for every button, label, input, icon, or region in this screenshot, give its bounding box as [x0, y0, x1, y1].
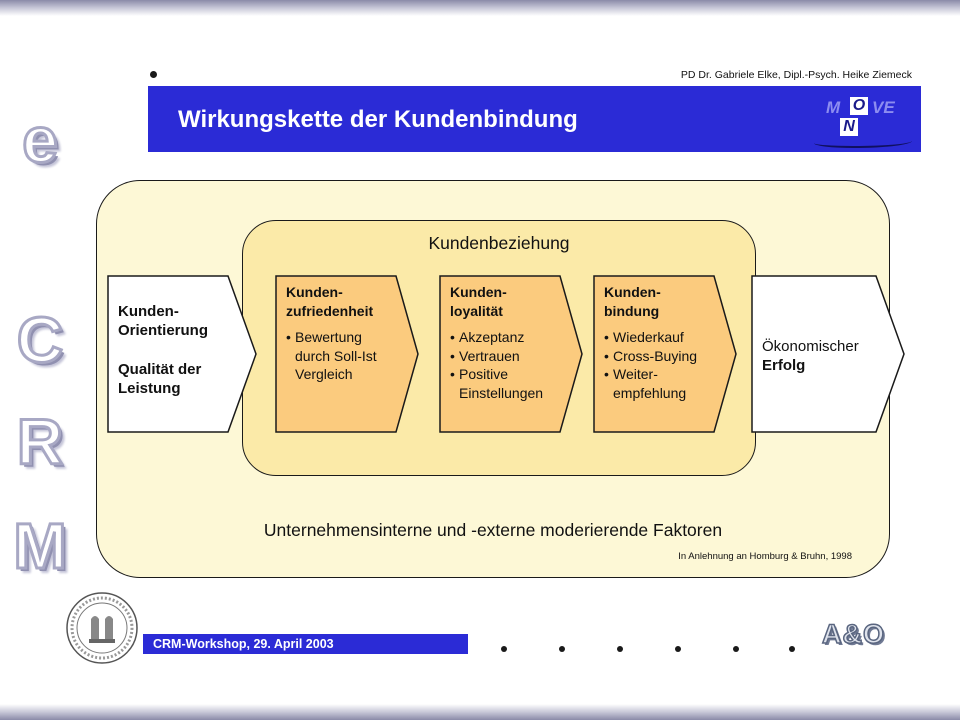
- logo-letters-ve: VE: [872, 98, 895, 117]
- logo-letter-n: N: [840, 118, 858, 136]
- side-letter-e: e: [21, 104, 60, 176]
- step-heading: Kunden-: [286, 284, 343, 300]
- right-pentagon: [751, 275, 905, 433]
- side-letter-c: C: [15, 304, 64, 376]
- list-item: Vertrauen: [450, 347, 562, 366]
- right-line: Ökonomischer: [762, 338, 859, 355]
- step-list: Akzeptanz Vertrauen Positive Einstellung…: [450, 328, 562, 402]
- left-line: Kunden-: [118, 303, 179, 320]
- step-text-satisfaction: Kunden- zufriedenheit Bewertung durch So…: [286, 283, 406, 384]
- side-letter-r: R: [15, 406, 64, 478]
- frame-top: [0, 0, 960, 16]
- ao-logo: A&O: [821, 617, 918, 651]
- left-line: Orientierung: [118, 322, 209, 339]
- logo-letter-m: M: [826, 98, 841, 117]
- logo-letter-o: O: [850, 97, 868, 115]
- moderating-factors-label: Unternehmensinterne und -externe moderie…: [263, 520, 723, 540]
- left-line: Qualität der: [118, 361, 202, 378]
- step-heading: bindung: [604, 302, 660, 319]
- step-heading: Kunden-: [450, 284, 507, 300]
- list-item: Positive Einstellungen: [450, 365, 559, 402]
- authors: PD Dr. Gabriele Elke, Dipl.-Psych. Heike…: [680, 69, 912, 81]
- step-text-retention: Kunden- bindung Wiederkauf Cross-Buying …: [604, 283, 716, 402]
- step-list: Bewertung durch Soll-Ist Vergleich: [286, 328, 406, 384]
- workshop-label: CRM-Workshop, 29. April 2003: [153, 637, 334, 651]
- right-line: Erfolg: [762, 357, 806, 374]
- footer-dot: [789, 646, 795, 652]
- customer-relationship-title: Kundenbeziehung: [428, 233, 570, 253]
- frame-bottom: [0, 704, 960, 720]
- left-pentagon: [107, 275, 257, 433]
- title-bar: Wirkungskette der Kundenbindung M O VE N: [148, 86, 921, 152]
- list-item: Weiter-empfehlung: [604, 365, 701, 402]
- footer-dot: [733, 646, 739, 652]
- left-line: Leistung: [118, 380, 181, 397]
- source-note: In Anlehnung an Homburg & Bruhn, 1998: [678, 551, 852, 562]
- header-bullet: [150, 71, 157, 78]
- left-pentagon-text: Kunden- Orientierung Qualität der Leistu…: [118, 302, 208, 398]
- footer-dot: [559, 646, 565, 652]
- list-item: Akzeptanz: [450, 328, 562, 347]
- step-heading: Kunden-: [604, 284, 661, 300]
- move-on-logo: M O VE N: [814, 92, 916, 148]
- slide-title: Wirkungskette der Kundenbindung: [178, 106, 578, 133]
- side-letter-m: M: [12, 510, 68, 582]
- step-heading: zufriedenheit: [286, 302, 374, 319]
- right-pentagon-text: Ökonomischer Erfolg: [762, 337, 859, 375]
- step-heading: loyalität: [450, 302, 503, 319]
- list-item: Cross-Buying: [604, 347, 716, 366]
- list-item: Bewertung durch Soll-Ist Vergleich: [286, 328, 395, 384]
- list-item: Wiederkauf: [604, 328, 716, 347]
- footer-dot: [675, 646, 681, 652]
- university-seal-icon: [66, 592, 138, 664]
- logo-swoosh: [814, 136, 912, 148]
- footer-dot: [617, 646, 623, 652]
- step-list: Wiederkauf Cross-Buying Weiter-empfehlun…: [604, 328, 716, 402]
- footer-dot: [501, 646, 507, 652]
- step-text-loyalty: Kunden- loyalität Akzeptanz Vertrauen Po…: [450, 283, 562, 402]
- workshop-bar: CRM-Workshop, 29. April 2003: [143, 634, 468, 654]
- ao-logo-text: A&O: [821, 618, 885, 650]
